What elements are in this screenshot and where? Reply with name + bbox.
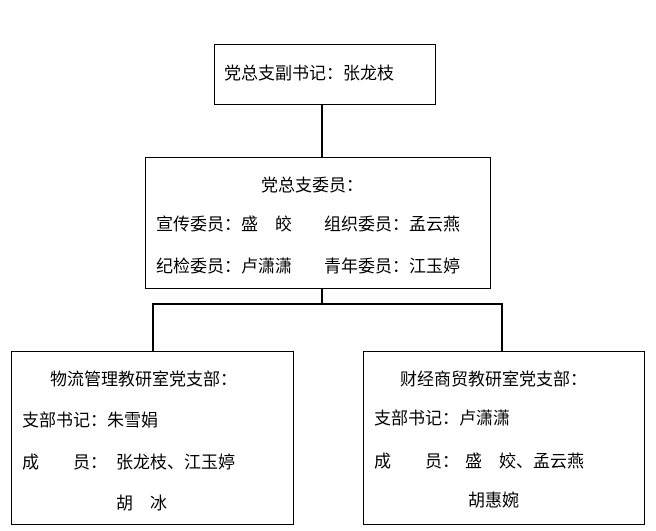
finance-trade-members-label: 成 员： xyxy=(374,452,459,472)
propaganda-member: 宣传委员：盛 皎 xyxy=(156,215,292,235)
finance-trade-branch-title: 财经商贸教研室党支部： xyxy=(400,370,587,390)
finance-trade-members-line2: 胡惠婉 xyxy=(468,491,519,511)
finance-trade-members-line1: 盛 姣、孟云燕 xyxy=(465,452,584,472)
deputy-secretary-box: 党总支副书记：张龙枝 xyxy=(214,44,436,105)
logistics-branch-secretary: 支部书记：朱雪娟 xyxy=(22,411,158,431)
discipline-member: 纪检委员：卢潇潇 xyxy=(156,257,292,277)
logistics-members-line2: 胡 冰 xyxy=(116,494,167,514)
logistics-members-line1: 张龙枝、江玉婷 xyxy=(116,453,235,473)
youth-member: 青年委员：江玉婷 xyxy=(324,257,460,277)
logistics-branch-title: 物流管理教研室党支部： xyxy=(50,370,237,390)
connector-committee-down xyxy=(321,288,323,304)
connector-top-to-committee xyxy=(321,104,323,157)
committee-title: 党总支委员： xyxy=(261,176,363,196)
deputy-secretary-text: 党总支副书记：张龙枝 xyxy=(224,64,394,84)
finance-trade-branch-box: 财经商贸教研室党支部： 支部书记：卢潇潇 成 员： 盛 姣、孟云燕 胡惠婉 xyxy=(363,351,645,525)
logistics-members-label: 成 员： xyxy=(22,453,107,473)
committee-box: 党总支委员： 宣传委员：盛 皎 组织委员：孟云燕 纪检委员：卢潇潇 青年委员：江… xyxy=(145,157,491,289)
connector-to-left-branch xyxy=(152,303,154,351)
connector-horizontal xyxy=(152,303,502,305)
logistics-branch-box: 物流管理教研室党支部： 支部书记：朱雪娟 成 员： 张龙枝、江玉婷 胡 冰 xyxy=(11,351,294,525)
finance-trade-branch-secretary: 支部书记：卢潇潇 xyxy=(374,409,510,429)
organization-member: 组织委员：孟云燕 xyxy=(324,215,460,235)
connector-to-right-branch xyxy=(501,303,503,351)
